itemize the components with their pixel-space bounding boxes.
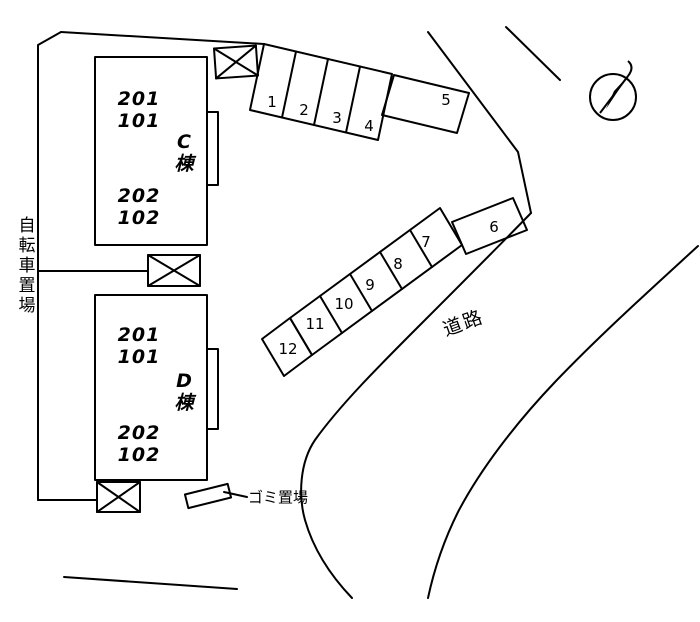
- parking-space-number-8: 8: [393, 255, 403, 273]
- parking-space-number-4: 4: [364, 117, 374, 135]
- parking-space-number-3: 3: [332, 109, 342, 127]
- parking-space-number-5: 5: [441, 91, 451, 109]
- parking-space-number-11: 11: [305, 315, 325, 333]
- parking-space-number-10: 10: [334, 295, 354, 313]
- garbage-leader-line: [223, 491, 248, 498]
- bicycle-shed-box-top: [213, 44, 259, 80]
- parking-stalls-1-4: [249, 43, 393, 141]
- parking-space-number-7: 7: [421, 233, 431, 251]
- building-d-lower-rooms: 202 102: [117, 422, 161, 466]
- garbage-area-box: [183, 482, 233, 510]
- building-c-upper-rooms: 201 101: [117, 88, 161, 132]
- parking-space-number-9: 9: [365, 276, 375, 294]
- site-boundary-lines: [60, 26, 699, 599]
- parking-stall-5: [381, 74, 470, 134]
- bicycle-shed-box-bottom: [96, 481, 141, 513]
- compass-north-arrow-icon: [589, 60, 637, 121]
- bicycle-parking-label: 自転車置場: [14, 216, 35, 316]
- bicycle-shed-box-middle: [147, 254, 201, 287]
- building-d-name: D棟: [174, 370, 194, 414]
- building-d-outline: [94, 294, 219, 481]
- garbage-area-label: ゴミ置場: [248, 488, 309, 507]
- parking-space-number-6: 6: [489, 218, 499, 236]
- parking-space-number-12: 12: [278, 340, 298, 358]
- parking-space-number-2: 2: [299, 101, 309, 119]
- building-c-lower-rooms: 202 102: [117, 185, 161, 229]
- building-c-outline: [94, 56, 219, 246]
- parking-stall-12: [261, 317, 313, 377]
- parking-space-number-1: 1: [267, 93, 277, 111]
- bicycle-parking-bracket: [37, 31, 149, 501]
- building-d-upper-rooms: 201 101: [117, 324, 161, 368]
- building-c-name: C棟: [174, 131, 194, 175]
